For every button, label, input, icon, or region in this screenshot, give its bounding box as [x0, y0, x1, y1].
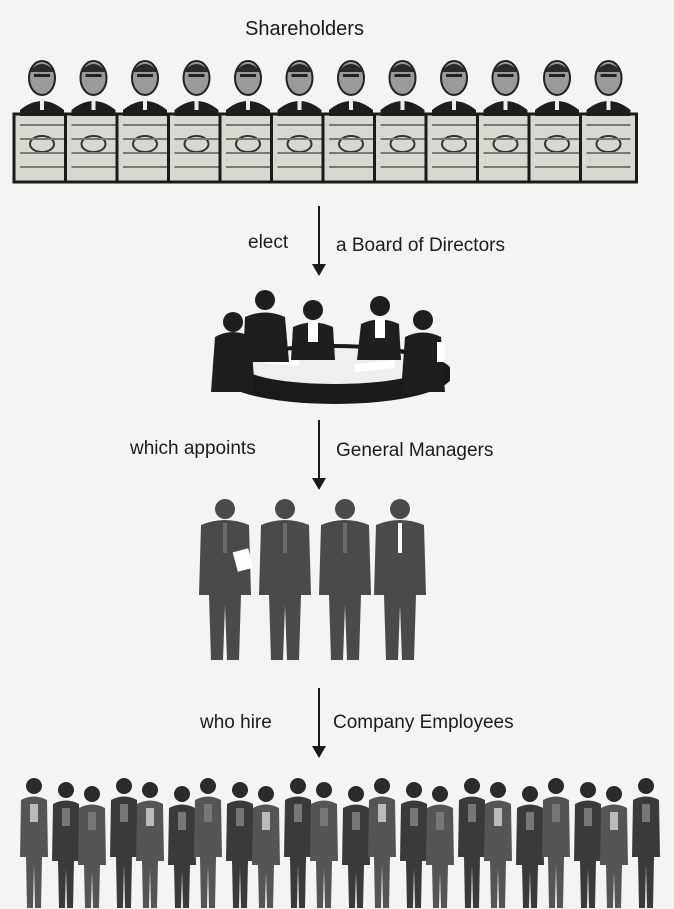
board-meeting-icon [211, 290, 450, 404]
step-elect-verb: elect [248, 232, 289, 253]
employees-crowd-icon [20, 778, 660, 908]
step-elect-target: a Board of Directors [336, 235, 505, 256]
shareholders-title: Shareholders [245, 18, 364, 40]
managers-silhouettes-icon [199, 499, 426, 660]
step-hire-verb: who hire [200, 712, 272, 733]
arrow-appoints [312, 420, 326, 490]
step-appoints-verb: which appoints [130, 438, 256, 459]
shareholders-portraits-icon [12, 60, 638, 184]
arrow-hire [312, 688, 326, 758]
arrow-elect [312, 206, 326, 276]
step-hire-target: Company Employees [333, 712, 514, 733]
step-appoints-target: General Managers [336, 440, 494, 461]
